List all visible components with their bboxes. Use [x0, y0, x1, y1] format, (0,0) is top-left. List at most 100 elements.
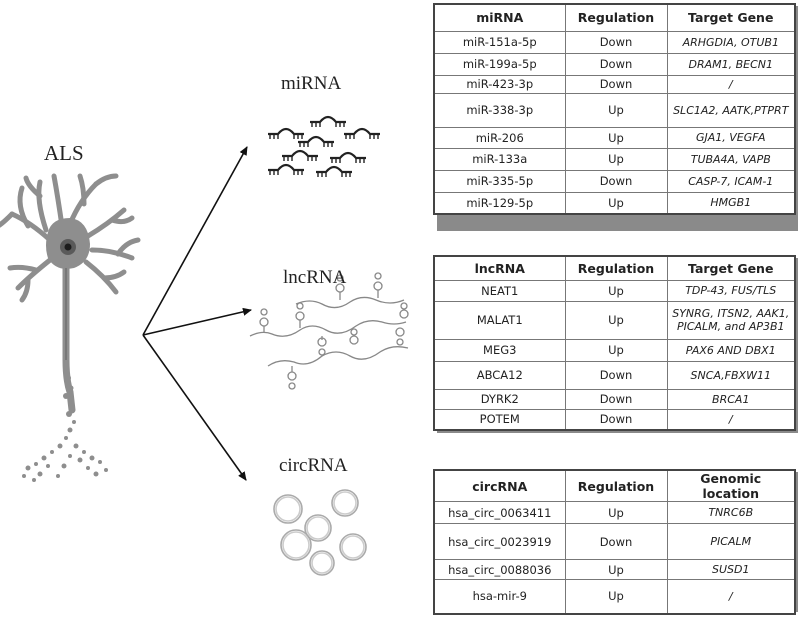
- column-header: Target Gene: [666, 255, 796, 281]
- target-gene-cell: GJA1, VEGFA: [666, 126, 796, 149]
- column-header: Target Gene: [666, 3, 796, 32]
- target-gene-cell: DRAM1, BECN1: [666, 52, 796, 76]
- regulation-cell: Down: [564, 30, 668, 54]
- table-row: miR-199a-5p Down DRAM1, BECN1: [433, 52, 796, 76]
- genomic-location-cell: /: [666, 579, 796, 614]
- table-header-row: lncRNA Regulation Target Gene: [433, 255, 796, 281]
- table-row: miR-129-5p Up HMGB1: [433, 191, 796, 215]
- target-gene-cell: BRCA1: [666, 388, 796, 410]
- mirna-label: miRNA: [281, 73, 342, 94]
- genomic-location-cell: SUSD1: [666, 559, 796, 580]
- lncrna-table: lncRNA Regulation Target Gene NEAT1 Up T…: [433, 255, 796, 431]
- lncrna-structure-icon: [249, 272, 409, 390]
- table-row: NEAT1 Up TDP-43, FUS/TLS: [433, 279, 796, 302]
- target-gene-cell: PAX6 AND DBX1: [666, 338, 796, 362]
- table-row: miR-151a-5p Down ARHGDIA, OTUB1: [433, 30, 796, 54]
- lncrna-name-cell: MALAT1: [433, 300, 566, 340]
- mirna-name-cell: miR-129-5p: [433, 191, 566, 215]
- table-row: DYRK2 Down BRCA1: [433, 388, 796, 410]
- regulation-cell: Down: [564, 52, 668, 76]
- target-gene-cell: CASP-7, ICAM-1: [666, 169, 796, 193]
- regulation-cell: Up: [564, 559, 668, 580]
- table-row: POTEM Down /: [433, 408, 796, 431]
- circrna-ring-icon: [273, 489, 367, 576]
- arrow-to-lncrna: [142, 307, 252, 336]
- mirna-name-cell: miR-206: [433, 126, 566, 149]
- column-header: miRNA: [433, 3, 566, 32]
- table-row: miR-335-5p Down CASP-7, ICAM-1: [433, 169, 796, 193]
- mirna-name-cell: miR-133a: [433, 147, 566, 171]
- regulation-cell: Down: [564, 523, 668, 560]
- regulation-cell: Down: [564, 360, 668, 390]
- regulation-cell: Up: [564, 191, 668, 215]
- circrna-name-cell: hsa-mir-9: [433, 579, 566, 614]
- regulation-cell: Up: [564, 279, 668, 302]
- regulation-cell: Up: [564, 579, 668, 614]
- table-row: miR-133a Up TUBA4A, VAPB: [433, 147, 796, 171]
- circrna-name-cell: hsa_circ_0063411: [433, 501, 566, 524]
- table-row: MALAT1 Up SYNRG, ITSN2, AAK1, PICALM, an…: [433, 300, 796, 340]
- lncrna-name-cell: DYRK2: [433, 388, 566, 410]
- lncrna-name-cell: ABCA12: [433, 360, 566, 390]
- table-header-row: circRNA Regulation Genomic location: [433, 469, 796, 502]
- target-gene-cell: TUBA4A, VAPB: [666, 147, 796, 171]
- target-gene-cell: /: [666, 74, 796, 94]
- mirna-name-cell: miR-151a-5p: [433, 30, 566, 54]
- mirna-name-cell: miR-199a-5p: [433, 52, 566, 76]
- regulation-cell: Down: [564, 388, 668, 410]
- target-gene-cell: SYNRG, ITSN2, AAK1, PICALM, and AP3B1: [666, 300, 796, 340]
- target-gene-cell: SLC1A2, AATK,PTPRT: [666, 92, 796, 128]
- target-gene-cell: HMGB1: [666, 191, 796, 215]
- column-header: Genomic location: [666, 469, 796, 502]
- column-header: circRNA: [433, 469, 566, 502]
- neuron-icon: [0, 173, 141, 482]
- column-header: Regulation: [564, 255, 668, 281]
- circrna-name-cell: hsa_circ_0088036: [433, 559, 566, 580]
- lncrna-name-cell: NEAT1: [433, 279, 566, 302]
- table-row: hsa_circ_0023919 Down PICALM: [433, 523, 796, 560]
- column-header: lncRNA: [433, 255, 566, 281]
- genomic-location-cell: PICALM: [666, 523, 796, 560]
- target-gene-cell: TDP-43, FUS/TLS: [666, 279, 796, 302]
- target-gene-cell: SNCA,FBXW11: [666, 360, 796, 390]
- lncrna-name-cell: MEG3: [433, 338, 566, 362]
- genomic-location-cell: TNRC6B: [666, 501, 796, 524]
- regulation-cell: Down: [564, 408, 668, 431]
- regulation-cell: Up: [564, 501, 668, 524]
- mirna-table: miRNA Regulation Target Gene miR-151a-5p…: [433, 3, 796, 215]
- column-header: Regulation: [564, 469, 668, 502]
- table-row: miR-338-3p Up SLC1A2, AATK,PTPRT: [433, 92, 796, 128]
- circrna-table: circRNA Regulation Genomic location hsa_…: [433, 469, 796, 615]
- als-label: ALS: [44, 141, 84, 165]
- mirna-hairpin-icon: [268, 115, 380, 177]
- table-row: hsa_circ_0088036 Up SUSD1: [433, 559, 796, 580]
- table-row: ABCA12 Down SNCA,FBXW11: [433, 360, 796, 390]
- target-gene-cell: /: [666, 408, 796, 431]
- arrow-to-mirna: [142, 146, 248, 336]
- table-row: hsa_circ_0063411 Up TNRC6B: [433, 501, 796, 524]
- regulation-cell: Down: [564, 169, 668, 193]
- table-row: hsa-mir-9 Up /: [433, 579, 796, 614]
- lncrna-name-cell: POTEM: [433, 408, 566, 431]
- regulation-cell: Up: [564, 92, 668, 128]
- column-header: Regulation: [564, 3, 668, 32]
- target-gene-cell: ARHGDIA, OTUB1: [666, 30, 796, 54]
- circrna-name-cell: hsa_circ_0023919: [433, 523, 566, 560]
- circrna-label: circRNA: [279, 455, 348, 476]
- arrow-to-circrna: [142, 334, 247, 481]
- mirna-name-cell: miR-423-3p: [433, 74, 566, 94]
- mirna-name-cell: miR-338-3p: [433, 92, 566, 128]
- regulation-cell: Up: [564, 147, 668, 171]
- regulation-cell: Up: [564, 338, 668, 362]
- regulation-cell: Up: [564, 126, 668, 149]
- regulation-cell: Up: [564, 300, 668, 340]
- table-row: miR-423-3p Down /: [433, 74, 796, 94]
- table-header-row: miRNA Regulation Target Gene: [433, 3, 796, 32]
- table-row: miR-206 Up GJA1, VEGFA: [433, 126, 796, 149]
- lncrna-label: lncRNA: [283, 267, 347, 288]
- mirna-name-cell: miR-335-5p: [433, 169, 566, 193]
- regulation-cell: Down: [564, 74, 668, 94]
- table-row: MEG3 Up PAX6 AND DBX1: [433, 338, 796, 362]
